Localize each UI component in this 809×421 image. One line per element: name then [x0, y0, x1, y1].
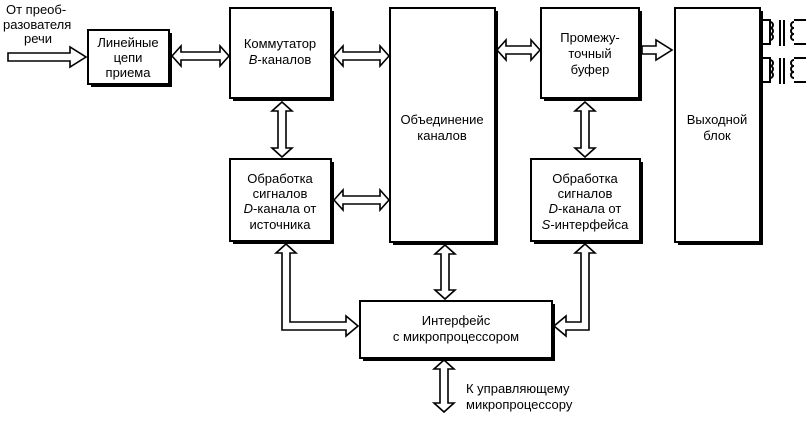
label-buffer: Промежу- точный буфер [560, 30, 620, 77]
svg-text:сигналов: сигналов [558, 186, 613, 201]
svg-text:D-канала от: D-канала от [549, 201, 622, 216]
arrow-bswitch-dsource [269, 100, 295, 159]
arrow-buffer-output [641, 38, 674, 62]
svg-text:Выходной: Выходной [687, 112, 748, 127]
label-output: Выходной блок [687, 112, 748, 143]
arrow-dsource-mcu [273, 242, 360, 338]
label-d-s-interface: Обработка сигналов D-канала от S-интерфе… [542, 171, 629, 232]
svg-text:Обработка: Обработка [552, 171, 618, 186]
svg-text:речи: речи [24, 31, 52, 46]
svg-text:каналов: каналов [417, 128, 467, 143]
block-line-receive [87, 29, 172, 87]
svg-text:приема: приема [106, 65, 152, 80]
svg-text:D-канала от: D-канала от [244, 201, 317, 216]
arrow-line-bswitch [170, 43, 231, 69]
block-d-source [229, 158, 334, 244]
svg-text:Объединение: Объединение [400, 112, 483, 127]
input-label: От преоб- разователя речи [3, 2, 71, 46]
svg-text:Линейные: Линейные [97, 35, 158, 50]
arrow-merge-mcu [432, 243, 458, 301]
block-output [674, 7, 763, 245]
block-mcu-interface [359, 300, 555, 361]
input-arrow [7, 45, 88, 69]
arrow-bswitch-merge [332, 43, 391, 69]
svg-text:Интерфейс: Интерфейс [422, 313, 491, 328]
svg-text:буфер: буфер [571, 62, 610, 77]
svg-text:цепи: цепи [114, 50, 143, 65]
svg-text:Промежу-: Промежу- [560, 30, 620, 45]
svg-text:разователя: разователя [3, 17, 71, 32]
block-buffer [540, 7, 642, 101]
control-label: К управляющему микропроцессору [466, 381, 573, 412]
svg-text:с микропроцессором: с микропроцессором [393, 329, 519, 344]
svg-text:B-каналов: B-каналов [249, 52, 312, 67]
svg-text:сигналов: сигналов [253, 186, 308, 201]
svg-text:К управляющему: К управляющему [466, 381, 570, 396]
label-b-switch: Коммутатор B-каналов [244, 36, 316, 67]
arrow-merge-buffer [495, 37, 542, 63]
transformer-icon-top [760, 19, 806, 46]
svg-text:точный: точный [568, 46, 611, 61]
arrow-dsource-merge [332, 187, 391, 213]
block-d-s-interface [530, 158, 643, 244]
arrow-dsinterface-mcu [552, 242, 598, 338]
label-line-receive: Линейные цепи приема [97, 35, 158, 80]
svg-text:микропроцессору: микропроцессору [466, 397, 573, 412]
svg-text:S-интерфейса: S-интерфейса [542, 217, 629, 232]
svg-text:источника: источника [250, 217, 312, 232]
svg-text:Обработка: Обработка [247, 171, 313, 186]
label-mcu-interface: Интерфейс с микропроцессором [393, 313, 519, 344]
label-channel-merge: Объединение каналов [400, 112, 483, 143]
transformer-icon-bottom [760, 57, 806, 84]
arrow-mcu-control [431, 358, 457, 414]
block-b-switch [229, 7, 334, 101]
arrow-buffer-dsinterface [572, 100, 598, 159]
svg-text:От преоб-: От преоб- [6, 2, 66, 17]
label-d-source: Обработка сигналов D-канала от источника [244, 171, 317, 232]
block-channel-merge [389, 7, 498, 245]
svg-text:блок: блок [703, 128, 731, 143]
svg-text:Коммутатор: Коммутатор [244, 36, 316, 51]
